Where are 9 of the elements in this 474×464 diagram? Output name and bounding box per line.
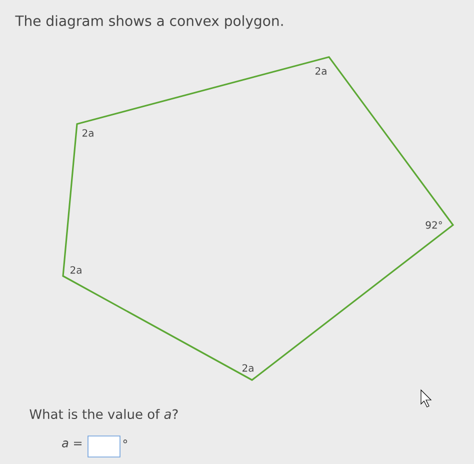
angle-label: 2a [316, 67, 326, 75]
question: What is the value of a? [30, 408, 178, 420]
equation-label: a = [62, 440, 82, 448]
title: The diagram shows a convex polygon. [15, 15, 283, 29]
degree-sign: ° [123, 440, 128, 444]
angle-label: 2a [70, 266, 82, 274]
angle-label: 2a [242, 364, 254, 372]
angle-label: 2a [82, 129, 94, 137]
angle-label: 92° [426, 221, 442, 229]
